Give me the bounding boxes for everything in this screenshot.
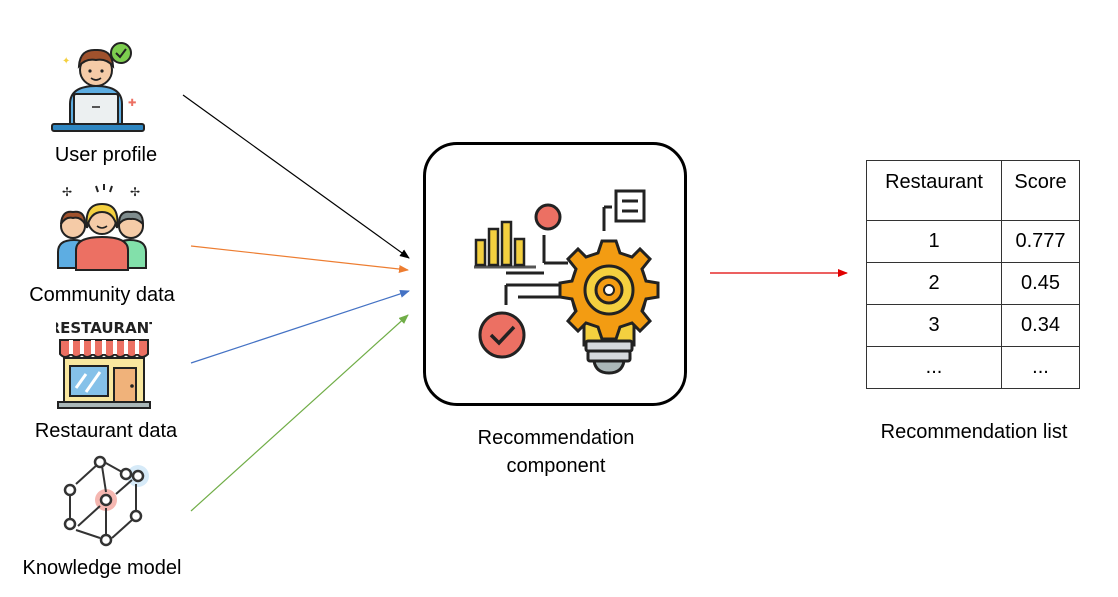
score-cell: 0.34: [1001, 304, 1080, 347]
svg-text:✚: ✚: [128, 98, 136, 109]
knowledge-model-label: Knowledge model: [22, 557, 182, 579]
community-icon: ✢ ✢: [57, 184, 147, 271]
rank-cell: 3: [866, 304, 1002, 347]
user-profile-arrow: [182, 94, 410, 259]
restaurant-sign-text: RESTAURANT: [56, 319, 152, 337]
recommendation-table: Restaurant Score 1 0.777 2 0.45 3 0.34 .…: [866, 160, 1080, 389]
rank-cell: 1: [866, 220, 1002, 263]
table-row: ... ...: [866, 346, 1080, 389]
table-row: 1 0.777: [866, 220, 1080, 263]
header-restaurant: Restaurant: [866, 160, 1002, 221]
rank-cell: ...: [866, 346, 1002, 389]
svg-text:✦: ✦: [62, 56, 70, 67]
restaurant-data-label: Restaurant data: [34, 420, 178, 442]
rank-cell: 2: [866, 262, 1002, 305]
recommendation-component-box: [423, 142, 687, 406]
community-data-arrow: [190, 245, 409, 273]
user-profile-icon: ✦ ✚: [51, 42, 145, 132]
restaurant-icon: RESTAURANT: [56, 319, 152, 409]
knowledge-graph-icon: [63, 455, 149, 547]
svg-text:✢: ✢: [62, 185, 72, 199]
knowledge-model-arrow: [190, 314, 409, 512]
table-row: 3 0.34: [866, 304, 1080, 347]
restaurant-data-arrow: [190, 290, 410, 364]
community-data-label: Community data: [29, 284, 175, 306]
table-header-row: Restaurant Score: [866, 160, 1080, 221]
analytics-lightbulb-icon: [474, 189, 660, 375]
table-row: 2 0.45: [866, 262, 1080, 305]
header-score: Score: [1001, 160, 1080, 221]
score-cell: 0.45: [1001, 262, 1080, 305]
score-cell: ...: [1001, 346, 1080, 389]
recommendation-list-label: Recommendation list: [880, 421, 1068, 443]
score-cell: 0.777: [1001, 220, 1080, 263]
user-profile-label: User profile: [54, 144, 158, 166]
svg-text:✢: ✢: [130, 185, 140, 199]
component-label-line1: Recommendation: [477, 427, 635, 449]
component-label-line2: component: [506, 455, 606, 477]
recommendation-component-label: Recommendation component: [440, 424, 672, 480]
